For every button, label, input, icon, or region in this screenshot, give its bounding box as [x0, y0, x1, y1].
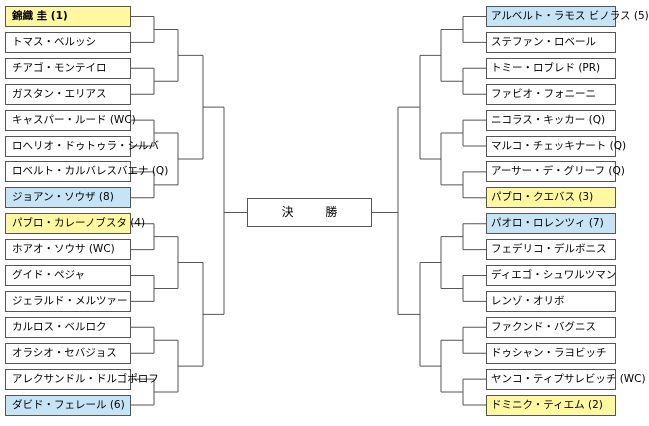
left-player-2: トマス・ベルッシ: [5, 31, 131, 53]
left-player-10: ホアオ・ソウサ (WC): [5, 239, 131, 261]
right-player-2: ステファン・ロベール: [486, 31, 616, 53]
right-player-12: レンゾ・オリボ: [486, 290, 616, 312]
right-player-14: ドゥシャン・ラヨビッチ: [486, 342, 616, 364]
left-player-4: ガスタン・エリアス: [5, 83, 131, 105]
right-player-11: ディエゴ・シュワルツマン: [486, 265, 616, 286]
right-player-7: アーサー・デ・グリーフ (Q): [486, 161, 625, 183]
tournament-bracket: 決 勝 錦織 圭 (1) トマス・ベルッシチアゴ・モンテイロガスタン・エリアスキャ…: [5, 6, 649, 416]
bracket-lines: [131, 16, 486, 406]
left-player-16: ダビド・フェレール (6): [5, 394, 131, 416]
left-player-5: キャスパー・ルード (WC): [5, 109, 136, 131]
right-player-1: アルベルト・ラモス ビノラス (5): [486, 6, 649, 27]
left-player-1: 錦織 圭 (1): [5, 6, 131, 27]
left-player-13: カルロス・ベルロク: [5, 316, 131, 338]
right-player-5: ニコラス・キッカー (Q): [486, 109, 616, 131]
left-player-14: オラシオ・セバジョス: [5, 342, 131, 364]
left-player-12: ジェラルド・メルツァー: [5, 290, 131, 312]
left-player-9: パブロ・カレーノブスタ (4): [5, 213, 145, 235]
right-player-6: マルコ・チェッキナート (Q): [486, 135, 626, 157]
left-player-7: ロベルト・カルバレスバエナ (Q): [5, 161, 168, 183]
right-player-13: ファクンド・バグニス: [486, 316, 616, 338]
right-player-9: パオロ・ロレンツィ (7): [486, 213, 616, 235]
right-player-15: ヤンコ・ティプサレビッチ (WC): [486, 368, 646, 390]
left-player-3: チアゴ・モンテイロ: [5, 57, 131, 79]
right-player-4: ファビオ・フォニーニ: [486, 83, 616, 105]
right-player-16: ドミニク・ティエム (2): [486, 394, 616, 416]
final-box: 決 勝: [247, 198, 372, 227]
right-player-3: トミー・ロブレド (PR): [486, 57, 616, 79]
left-player-11: グイド・ペジャ: [5, 265, 131, 286]
left-player-8: ジョアン・ソウザ (8): [5, 187, 131, 209]
left-player-15: アレクサンドル・ドルゴポロフ: [5, 368, 159, 390]
left-player-6: ロへリオ・ドゥトゥラ・シルバ: [5, 135, 159, 157]
right-player-8: パブロ・クエバス (3): [486, 187, 616, 209]
right-player-10: フェデリコ・デルボニス: [486, 239, 616, 261]
